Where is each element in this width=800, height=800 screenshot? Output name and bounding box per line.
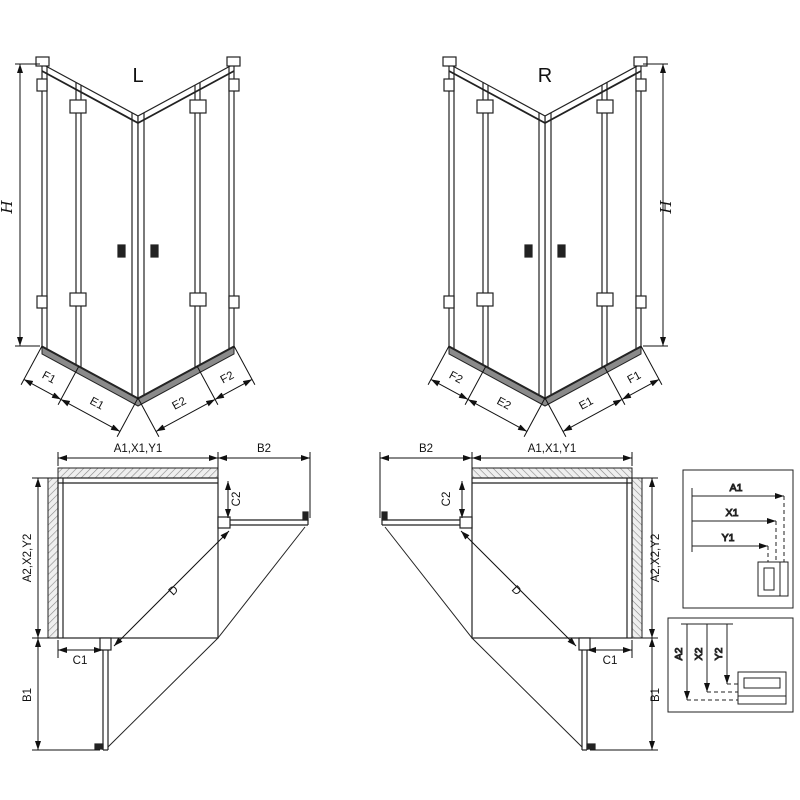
dim-label-width-left: A1,X1,Y1: [114, 443, 163, 455]
dim-label-f1-left: F1: [40, 369, 58, 386]
dim-label-f2-right: F2: [447, 369, 465, 386]
dim-label-e1-right: E1: [577, 395, 595, 412]
detail-dim-x2: X2: [693, 647, 705, 660]
dim-label-depth-left: A2,X2,Y2: [22, 534, 34, 583]
dim-label-c2-left: C2: [231, 492, 243, 507]
view-label-left: L: [132, 65, 143, 87]
dim-label-height-right: H: [657, 200, 675, 215]
sill-profile-section: [737, 671, 787, 705]
dim-label-width-right: A1,X1,Y1: [528, 443, 577, 455]
dim-label-b1-left: B1: [22, 688, 34, 702]
dim-label-f1-right: F1: [626, 369, 644, 386]
dim-label-height-left: H: [0, 200, 16, 215]
view-label-right: R: [538, 65, 552, 87]
detail-view-vertical-profile: A2 X2 Y2: [667, 617, 794, 713]
dim-label-e2-left: E2: [170, 395, 188, 412]
plan-view-left: A1,X1,Y1 B2 C2 A2,X2,Y2 C1 B1 D: [22, 443, 310, 751]
detail-dim-a2: A2: [673, 647, 685, 660]
dim-label-e1-left: E1: [88, 395, 106, 412]
detail-dim-y2: Y2: [713, 647, 725, 660]
dim-label-b2-left: B2: [257, 443, 271, 455]
wall-profile-section: [757, 561, 789, 597]
dim-label-c1-right: C1: [603, 655, 618, 667]
detail-view-horizontal-profile: A1 X1 Y1: [682, 469, 794, 609]
dim-label-b1-right: B1: [650, 688, 662, 702]
iso-view-right: R H F2 E2 E1 F1: [428, 56, 675, 437]
dim-label-b2-right: B2: [419, 443, 433, 455]
dim-label-c1-left: C1: [73, 655, 88, 667]
detail-dim-x1: X1: [726, 507, 739, 519]
iso-view-left: L H F1 E1 E2 F2: [0, 56, 255, 437]
dim-label-depth-right: A2,X2,Y2: [650, 534, 662, 583]
dim-label-e2-right: E2: [495, 395, 513, 412]
detail-dim-y1: Y1: [722, 532, 735, 544]
detail-dim-a1: A1: [730, 482, 743, 494]
dim-label-c2-right: C2: [441, 492, 453, 507]
dim-label-f2-left: F2: [219, 369, 237, 386]
